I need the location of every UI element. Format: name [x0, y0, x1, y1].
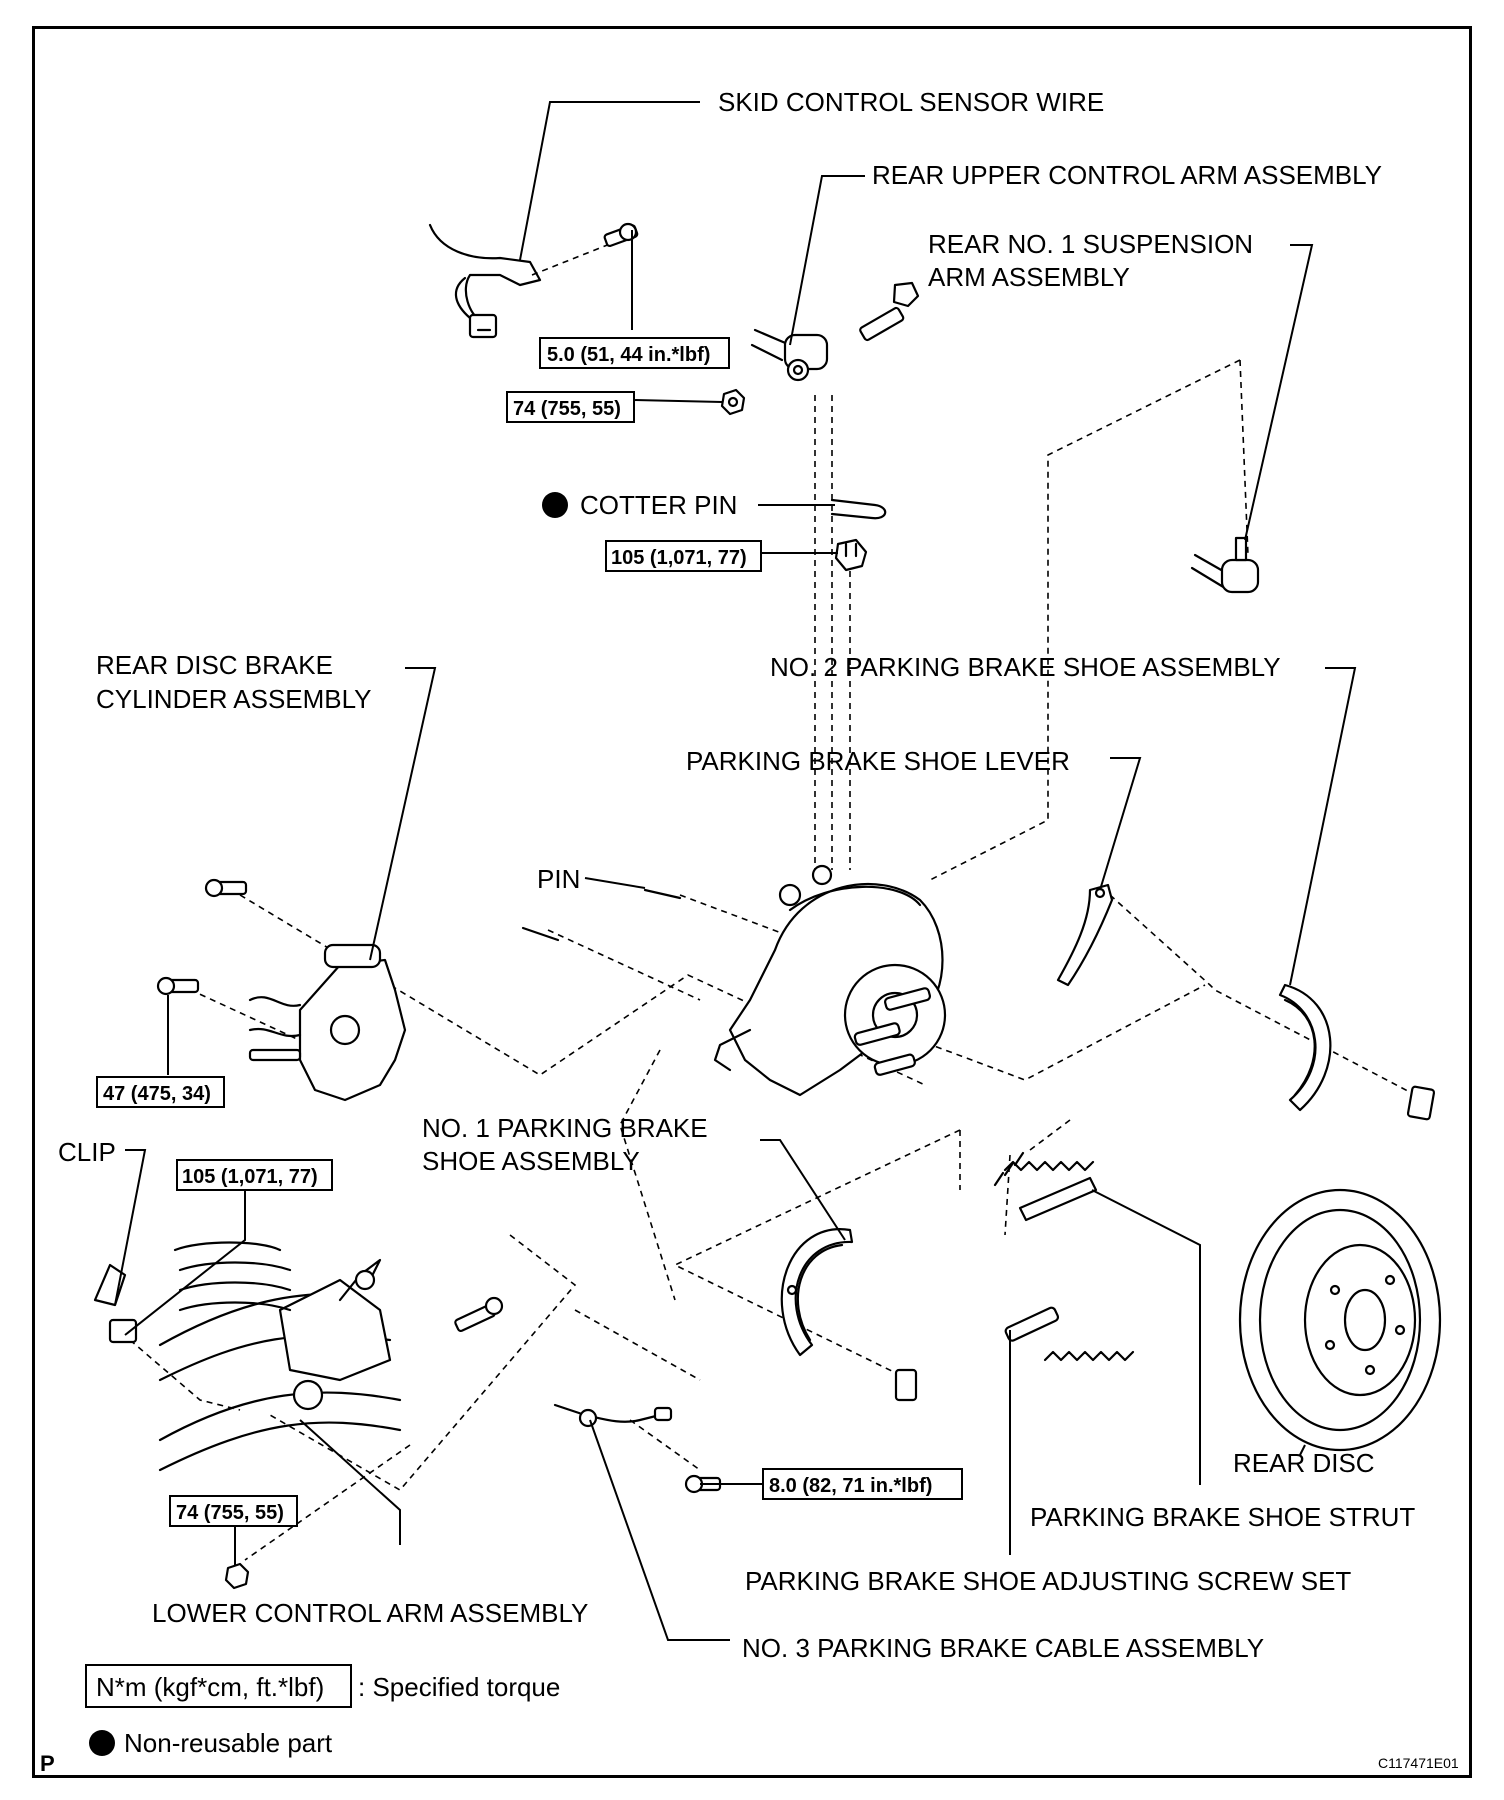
- skid-control-sensor-wire: [428, 223, 542, 339]
- corner-letter: P: [40, 1751, 55, 1776]
- castle-nut: [834, 538, 868, 572]
- alignment-lines: [129, 239, 1426, 1561]
- return-springs: [993, 1151, 1135, 1362]
- svg-text:47 (475, 34): 47 (475, 34): [103, 1083, 211, 1105]
- label-no2-parking-brake-shoe: NO. 2 PARKING BRAKE SHOE ASSEMBLY: [770, 652, 1281, 682]
- svg-text:74 (755, 55): 74 (755, 55): [176, 1502, 284, 1524]
- no1-parking-brake-shoe: [780, 1228, 854, 1357]
- svg-text:105 (1,071, 77): 105 (1,071, 77): [611, 547, 747, 569]
- upper-arm-bolt: [859, 281, 920, 342]
- torque-upper-arm-nut: 74 (755, 55): [506, 391, 635, 423]
- legend-non-reusable: Non-reusable part: [89, 1728, 333, 1758]
- upper-arm-nut: [720, 388, 746, 416]
- label-no1-parking-brake-shoe-line1: NO. 1 PARKING BRAKE: [422, 1113, 708, 1143]
- label-rear-upper-control-arm: REAR UPPER CONTROL ARM ASSEMBLY: [872, 160, 1382, 190]
- torque-lower-arm-nut: 74 (755, 55): [169, 1495, 298, 1527]
- axle-carrier-hub: [713, 864, 947, 1097]
- label-parking-brake-shoe-lever: PARKING BRAKE SHOE LEVER: [686, 746, 1070, 776]
- lower-control-arm: [158, 1241, 402, 1472]
- sensor-bolt: [603, 222, 639, 248]
- label-pin: PIN: [537, 864, 580, 894]
- label-rear-no1-suspension-arm-line1: REAR NO. 1 SUSPENSION: [928, 229, 1253, 259]
- rear-disc-brake-cylinder: [248, 943, 407, 1102]
- parking-brake-shoe-strut: [1018, 1176, 1098, 1222]
- rear-disc: [1238, 1188, 1442, 1452]
- label-parking-brake-shoe-strut: PARKING BRAKE SHOE STRUT: [1030, 1502, 1415, 1532]
- lower-arm-nut: [224, 1562, 250, 1590]
- non-reusable-marker-legend: [89, 1730, 115, 1756]
- label-rear-disc: REAR DISC: [1233, 1448, 1375, 1478]
- clip: [93, 1263, 138, 1344]
- legend-torque-units: N*m (kgf*cm, ft.*lbf): [96, 1672, 324, 1702]
- label-rear-disc-brake-cylinder-line2: CYLINDER ASSEMBLY: [96, 684, 372, 714]
- label-rear-disc-brake-cylinder-line1: REAR DISC BRAKE: [96, 650, 333, 680]
- hold-down-pins: [521, 888, 682, 942]
- label-no1-parking-brake-shoe-line2: SHOE ASSEMBLY: [422, 1146, 640, 1176]
- no3-parking-brake-cable: [553, 1403, 673, 1428]
- rear-upper-control-arm-end: [750, 328, 829, 382]
- caliper-bolts: [156, 878, 248, 996]
- torque-cable-bolt: 8.0 (82, 71 in.*lbf): [762, 1468, 963, 1500]
- rear-no1-suspension-arm-end: [1190, 536, 1260, 594]
- no2-parking-brake-shoe: [1278, 983, 1332, 1112]
- parking-brake-shoe-lever: [1056, 883, 1114, 987]
- legend-specified-torque: N*m (kgf*cm, ft.*lbf) : Specified torque: [85, 1664, 560, 1708]
- label-no3-parking-brake-cable: NO. 3 PARKING BRAKE CABLE ASSEMBLY: [742, 1633, 1264, 1663]
- leader-lines: [114, 101, 1357, 1641]
- legend-non-reusable-text: Non-reusable part: [124, 1728, 333, 1758]
- shoe-retainer-clips: [894, 1085, 1436, 1402]
- label-cotter-pin: COTTER PIN: [580, 490, 737, 520]
- svg-text:105 (1,071, 77): 105 (1,071, 77): [182, 1166, 318, 1188]
- lower-arm-bolt: [454, 1296, 504, 1333]
- svg-text:5.0 (51, 44 in.*lbf): 5.0 (51, 44 in.*lbf): [547, 344, 710, 366]
- label-adjusting-screw-set: PARKING BRAKE SHOE ADJUSTING SCREW SET: [745, 1566, 1351, 1596]
- diagram-frame: [32, 26, 1472, 1778]
- label-clip: CLIP: [58, 1137, 116, 1167]
- svg-text:74 (755, 55): 74 (755, 55): [513, 398, 621, 420]
- torque-castle-nut: 105 (1,071, 77): [605, 540, 762, 572]
- adjusting-screw-set: [1004, 1306, 1060, 1342]
- torque-cylinder-bolt: 47 (475, 34): [96, 1076, 225, 1108]
- label-rear-no1-suspension-arm-line2: ARM ASSEMBLY: [928, 262, 1130, 292]
- cotter-pin: [830, 498, 887, 520]
- torque-sensor-bolt: 5.0 (51, 44 in.*lbf): [539, 337, 730, 369]
- non-reusable-marker: [542, 492, 568, 518]
- torque-strut-bolt: 105 (1,071, 77): [176, 1159, 333, 1191]
- svg-text:8.0 (82, 71 in.*lbf): 8.0 (82, 71 in.*lbf): [769, 1475, 932, 1497]
- label-skid-control-sensor-wire: SKID CONTROL SENSOR WIRE: [718, 87, 1104, 117]
- legend-torque-description: : Specified torque: [358, 1672, 560, 1702]
- label-lower-control-arm: LOWER CONTROL ARM ASSEMBLY: [152, 1598, 588, 1628]
- figure-code: C117471E01: [1378, 1755, 1459, 1771]
